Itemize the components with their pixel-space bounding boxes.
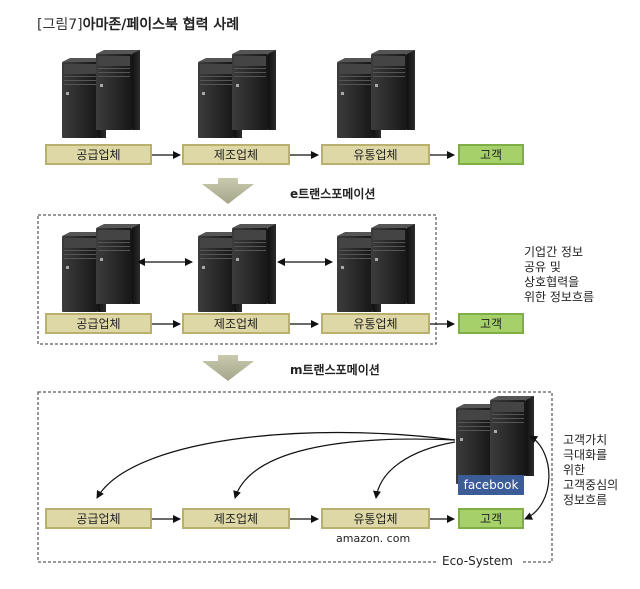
distributor-box: 유통업체 <box>321 313 430 334</box>
curved-arrow-icon <box>96 431 456 499</box>
server-tower-icon <box>456 396 534 484</box>
supplier-box: 공급업체 <box>45 144 152 165</box>
double-arrow-icon <box>524 435 550 520</box>
amazon-label: amazon. com <box>336 532 411 545</box>
figure-caption: [그림7]아마존/페이스북 협력 사례 <box>37 17 239 33</box>
distributor-box: 유통업체 <box>321 508 430 529</box>
figure-number: [그림7] <box>37 17 83 33</box>
eco-system-boundary <box>37 391 553 563</box>
down-arrow-icon <box>202 355 254 381</box>
server-tower-icon <box>198 50 276 138</box>
customer-box: 고객 <box>458 313 524 334</box>
value-flow-note: 고객가치 극대화를 위한 고객중심의 정보흐름 <box>563 433 619 507</box>
manufacturer-box: 제조업체 <box>182 144 290 165</box>
server-tower-icon <box>337 50 415 138</box>
e-transformation-label: e트랜스포메이션 <box>290 187 376 201</box>
server-tower-icon <box>62 50 140 138</box>
server-tower-icon <box>62 224 140 312</box>
manufacturer-box: 제조업체 <box>182 508 290 529</box>
facebook-logo: facebook <box>458 475 524 495</box>
supplier-box: 공급업체 <box>45 508 152 529</box>
info-sharing-note: 기업간 정보 공유 및 상호협력을 위한 정보흐름 <box>524 245 595 304</box>
m-transformation-label: m트랜스포메이션 <box>290 363 380 377</box>
customer-box: 고객 <box>458 508 524 529</box>
server-tower-icon <box>198 224 276 312</box>
e-transformation-boundary <box>37 214 437 345</box>
supplier-box: 공급업체 <box>45 313 152 334</box>
down-arrow-icon <box>202 178 254 204</box>
eco-system-label: Eco-System <box>442 554 513 568</box>
manufacturer-box: 제조업체 <box>182 313 290 334</box>
customer-box: 고객 <box>458 144 524 165</box>
distributor-box: 유통업체 <box>321 144 430 165</box>
server-tower-icon <box>337 224 415 312</box>
figure-title: 아마존/페이스북 협력 사례 <box>82 17 240 33</box>
